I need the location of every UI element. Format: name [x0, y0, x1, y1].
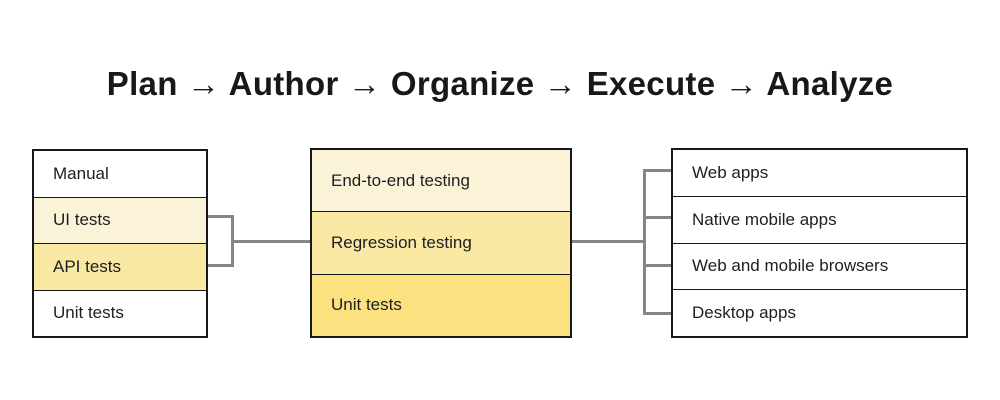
connector-right-stub-web-mobile-browsers — [643, 264, 671, 267]
row-desktop-apps: Desktop apps — [673, 290, 966, 336]
connector-right-stub-web-apps — [643, 169, 671, 172]
row-end-to-end-testing: End-to-end testing — [312, 150, 570, 213]
connector-right-vertical — [643, 169, 646, 315]
target-platforms-box: Web apps Native mobile apps Web and mobi… — [671, 148, 968, 338]
row-web-and-mobile-browsers: Web and mobile browsers — [673, 243, 966, 291]
connector-left-to-middle-line — [231, 240, 310, 243]
connector-right-stub-native-mobile-apps — [643, 216, 671, 219]
row-native-mobile-apps: Native mobile apps — [673, 196, 966, 244]
connector-left-stub-api-tests — [208, 264, 234, 267]
row-manual: Manual — [34, 151, 206, 198]
testing-levels-box: End-to-end testing Regression testing Un… — [310, 148, 572, 338]
row-web-apps: Web apps — [673, 150, 966, 197]
test-types-box: Manual UI tests API tests Unit tests — [32, 149, 208, 338]
row-unit-tests-left: Unit tests — [34, 290, 206, 336]
connector-left-stub-ui-tests — [208, 215, 234, 218]
row-api-tests: API tests — [34, 244, 206, 291]
connector-middle-to-right-line — [572, 240, 646, 243]
row-regression-testing: Regression testing — [312, 212, 570, 275]
connector-right-stub-desktop-apps — [643, 312, 671, 315]
row-ui-tests: UI tests — [34, 197, 206, 244]
row-unit-tests-middle: Unit tests — [312, 274, 570, 336]
page-title: Plan → Author → Organize → Execute → Ana… — [106, 65, 894, 102]
